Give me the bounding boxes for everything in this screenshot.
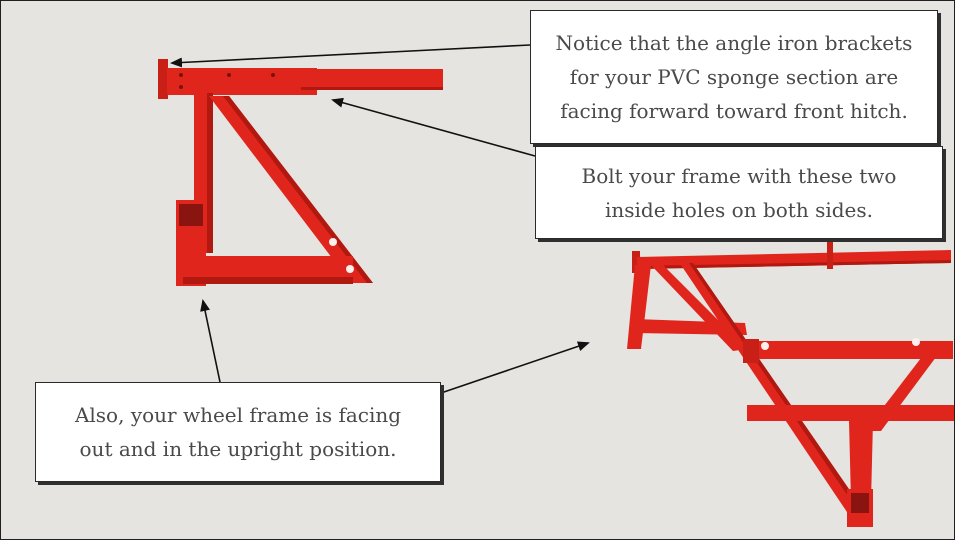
callout-bolt-note: Bolt your frame with these two inside ho…: [535, 146, 943, 239]
callout-bracket-note: Notice that the angle iron brackets for …: [530, 10, 938, 144]
callout-text-line: Also, your wheel frame is facing: [74, 403, 402, 427]
callout-text-line: for your PVC sponge section are: [569, 65, 899, 89]
arrow-to-left-frame: [200, 299, 221, 383]
arrow-to-bolt-holes: [331, 97, 536, 157]
callout-text-line: Bolt your frame with these two: [581, 163, 897, 188]
arrow-to-bracket: [170, 44, 531, 68]
arrow-to-right-frame: [440, 341, 590, 394]
right-frame-image: [627, 241, 954, 527]
callout-text-line: Notice that the angle iron brackets: [555, 31, 913, 55]
callout-text-line: out and in the upright position.: [79, 437, 397, 461]
left-frame-image: [158, 59, 443, 286]
callout-wheel-frame-note: Also, your wheel frame is facing out and…: [35, 382, 441, 482]
callout-text-line: facing forward toward front hitch.: [560, 99, 908, 123]
callout-text-line: inside holes on both sides.: [604, 197, 873, 222]
